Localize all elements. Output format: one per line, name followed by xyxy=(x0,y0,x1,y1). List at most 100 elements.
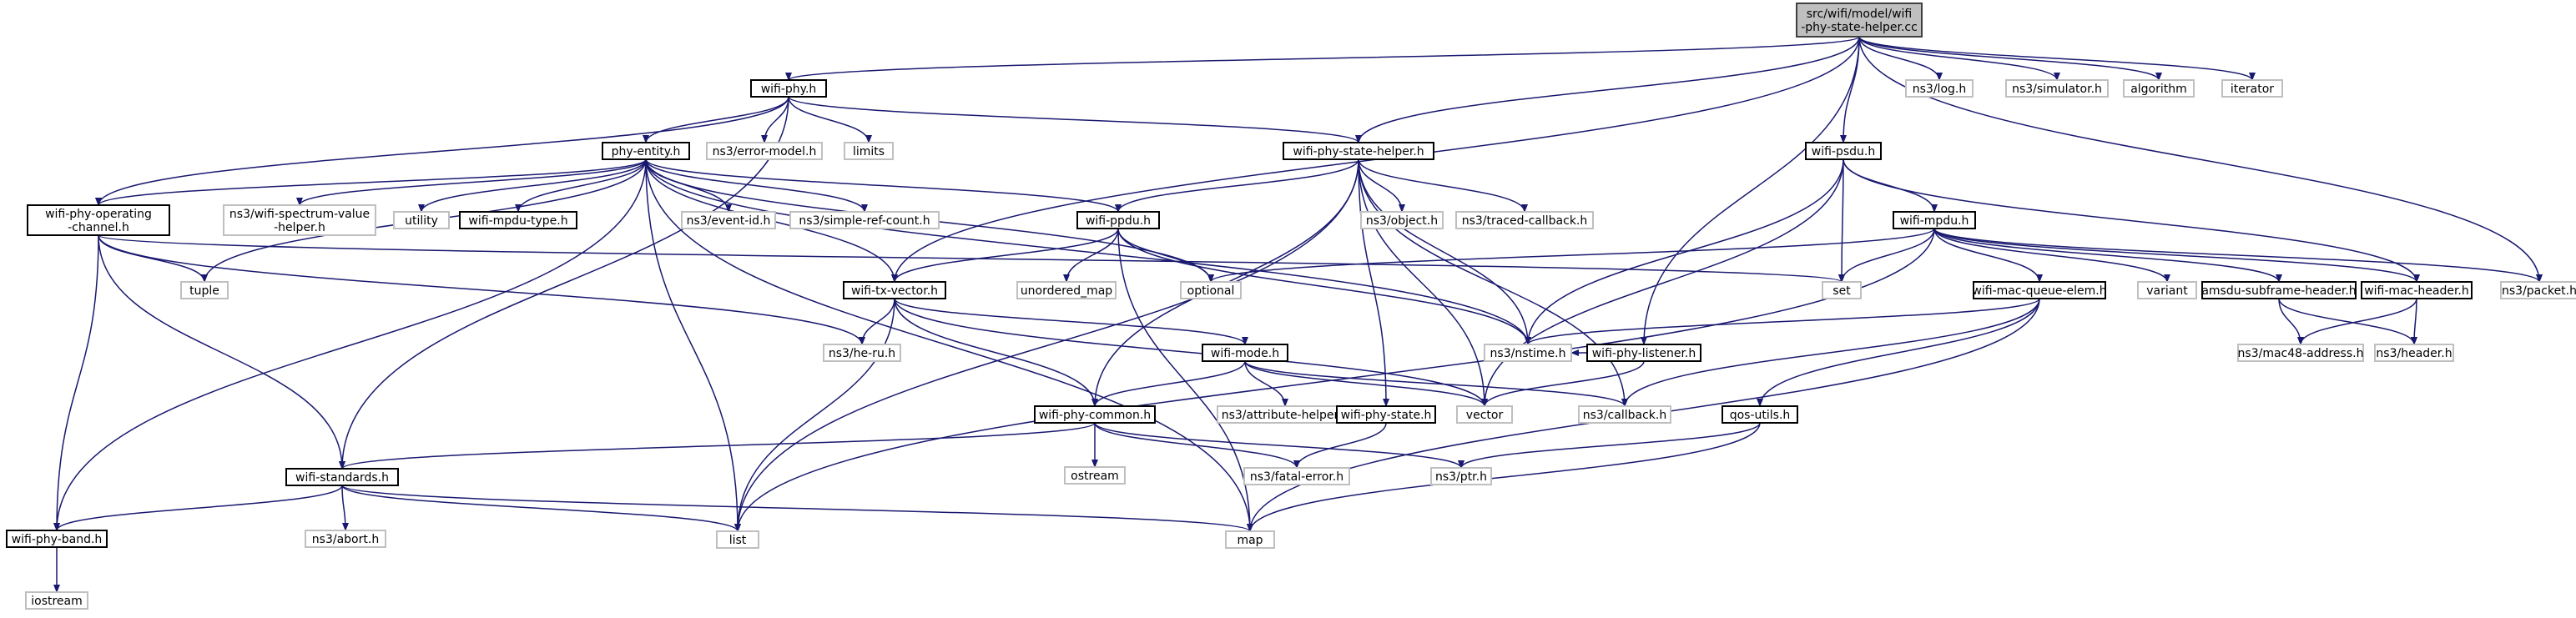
node-nstime: ns3/nstime.h xyxy=(1484,344,1572,362)
node-object: ns3/object.h xyxy=(1360,211,1444,229)
edge-op_channel-to-standards xyxy=(98,234,345,470)
node-ostream: ostream xyxy=(1064,466,1126,485)
node-phy-state[interactable]: wifi-phy-state.h xyxy=(1336,405,1436,424)
node-mac-queue-elem[interactable]: wifi-mac-queue-elem.h xyxy=(1972,281,2107,299)
edge-mac_header-to-mac48 xyxy=(2297,298,2417,345)
node-box xyxy=(2137,281,2197,299)
edge-wifi_mpdu-to-amsdu xyxy=(1933,228,2282,283)
edge-standards-to-map xyxy=(341,485,1253,532)
node-qos-utils[interactable]: qos-utils.h xyxy=(1722,405,1798,424)
node-phy-entity[interactable]: phy-entity.h xyxy=(602,142,690,160)
node-callback: ns3/callback.h xyxy=(1578,405,1671,424)
node-label: utility xyxy=(405,214,438,228)
node-wifi-ppdu[interactable]: wifi-ppdu.h xyxy=(1076,211,1160,229)
edge-root-to-algorithm xyxy=(1858,36,2162,81)
node-label: ns3/event-id.h xyxy=(687,214,771,228)
edge-wifi_mpdu-to-set xyxy=(1838,228,1935,283)
node-iterator: iterator xyxy=(2221,79,2283,98)
node-wifi-mpdu[interactable]: wifi-mpdu.h xyxy=(1893,211,1976,229)
node-label: ns3/error-model.h xyxy=(713,145,817,158)
node-label: ns3/nstime.h xyxy=(1490,347,1566,360)
node-label: wifi-mac-queue-elem.h xyxy=(1972,284,2106,298)
node-wifi-mode[interactable]: wifi-mode.h xyxy=(1202,344,1288,362)
node-box xyxy=(789,211,940,229)
node-box xyxy=(1578,405,1671,424)
node-op-channel[interactable]: wifi-phy-operating-channel.h xyxy=(27,204,170,236)
node-box xyxy=(823,344,901,362)
node-box xyxy=(681,211,776,229)
node-set: set xyxy=(1822,281,1862,299)
node-label: wifi-mac-header.h xyxy=(2364,284,2469,298)
edge-wifi_ppdu-to-map xyxy=(1117,228,1253,532)
node-box xyxy=(6,530,108,548)
edge-root-to-packet xyxy=(1858,36,2543,283)
edge-wifi_psdu-to-nstime xyxy=(1525,158,1844,345)
node-box xyxy=(1722,405,1798,424)
node-ptr: ns3/ptr.h xyxy=(1430,467,1492,485)
node-spectrum: ns3/wifi-spectrum-value-helper.h xyxy=(223,204,376,236)
edge-root-to-phy_listener xyxy=(1641,36,1860,345)
edge-wpsh_h-to-object xyxy=(1358,158,1405,213)
edge-wpsh_h-to-nstime xyxy=(1358,158,1531,345)
node-tx-vector[interactable]: wifi-tx-vector.h xyxy=(843,281,946,299)
node-box xyxy=(459,211,577,229)
node-label: variant xyxy=(2146,284,2188,298)
edge-mac_queue_elem-to-nstime xyxy=(1525,298,2040,345)
edge-op_channel-to-tuple xyxy=(98,234,208,283)
node-label: wifi-standards.h xyxy=(295,471,389,485)
edge-wpsh_h-to-wifi_ppdu xyxy=(1115,158,1359,213)
node-standards[interactable]: wifi-standards.h xyxy=(285,468,399,486)
node-mac-header[interactable]: wifi-mac-header.h xyxy=(2361,281,2473,299)
node-label: iterator xyxy=(2231,83,2274,96)
node-box xyxy=(716,530,759,549)
node-wifi-phy[interactable]: wifi-phy.h xyxy=(750,79,827,98)
node-mpdu-type[interactable]: wifi-mpdu-type.h xyxy=(459,211,577,229)
node-simple-ref: ns3/simple-ref-count.h xyxy=(789,211,940,229)
edge-phy_entity-to-wifi_ppdu xyxy=(645,158,1122,213)
node-phy-band[interactable]: wifi-phy-band.h xyxy=(6,530,108,548)
node-mac48: ns3/mac48-address.h xyxy=(2237,344,2364,362)
edge-wpsh_h-to-list xyxy=(734,158,1359,532)
node-label: map xyxy=(1237,534,1263,547)
node-label: ns3/header.h xyxy=(2376,347,2452,360)
node-box xyxy=(1225,530,1275,549)
edge-root-to-wpsh_h xyxy=(1355,36,1860,143)
edge-wifi_psdu-to-mac_header xyxy=(1843,158,2420,283)
node-label: wifi-phy-state.h xyxy=(1341,409,1432,422)
edge-tx_vector-to-phy_common xyxy=(894,298,1098,407)
node-wifi-psdu[interactable]: wifi-psdu.h xyxy=(1805,142,1882,160)
node-label: wifi-mpdu.h xyxy=(1900,214,1969,228)
edge-root-to-iterator xyxy=(1858,36,2256,81)
node-amsdu[interactable]: amsdu-subframe-header.h xyxy=(2201,281,2357,299)
edge-wifi_mpdu-to-packet xyxy=(1933,228,2543,283)
node-phy-common[interactable]: wifi-phy-common.h xyxy=(1034,405,1156,424)
edge-phy_entity-to-op_channel xyxy=(95,158,647,206)
node-box xyxy=(1456,405,1513,424)
node-label: wifi-phy-state-helper.h xyxy=(1293,145,1424,158)
node-algorithm: algorithm xyxy=(2123,79,2195,98)
node-label: ns3/log.h xyxy=(1913,83,1966,96)
node-label: list xyxy=(729,534,747,547)
node-label: ns3/packet.h xyxy=(2502,284,2576,298)
node-phy-listener[interactable]: wifi-phy-listener.h xyxy=(1586,344,1701,362)
edge-phy_listener-to-vector xyxy=(1481,360,1645,407)
node-label: tuple xyxy=(189,284,219,298)
node-box xyxy=(1243,467,1350,485)
node-packet: ns3/packet.h xyxy=(2500,281,2576,299)
node-box xyxy=(27,204,170,236)
node-wpsh-h[interactable]: wifi-phy-state-helper.h xyxy=(1283,142,1434,160)
node-label: wifi-phy-common.h xyxy=(1039,409,1151,422)
edge-phy_common-to-fatal_error xyxy=(1094,422,1300,469)
edge-phy_state-to-fatal_error xyxy=(1293,422,1387,469)
edge-wpsh_h-to-traced_cb xyxy=(1358,158,1528,213)
node-label: ns3/abort.h xyxy=(312,533,379,546)
edge-root-to-log xyxy=(1858,36,1943,81)
edge-mac_queue_elem-to-qos_utils xyxy=(1757,298,2040,407)
node-event-id: ns3/event-id.h xyxy=(681,211,776,229)
edge-root-to-wifi_phy xyxy=(785,36,1860,81)
node-box xyxy=(1076,211,1160,229)
node-box xyxy=(305,530,386,548)
edge-wifi_phy-to-op_channel xyxy=(95,96,789,206)
edge-phy_entity-to-simple_ref xyxy=(645,158,868,213)
node-box xyxy=(1016,281,1117,299)
